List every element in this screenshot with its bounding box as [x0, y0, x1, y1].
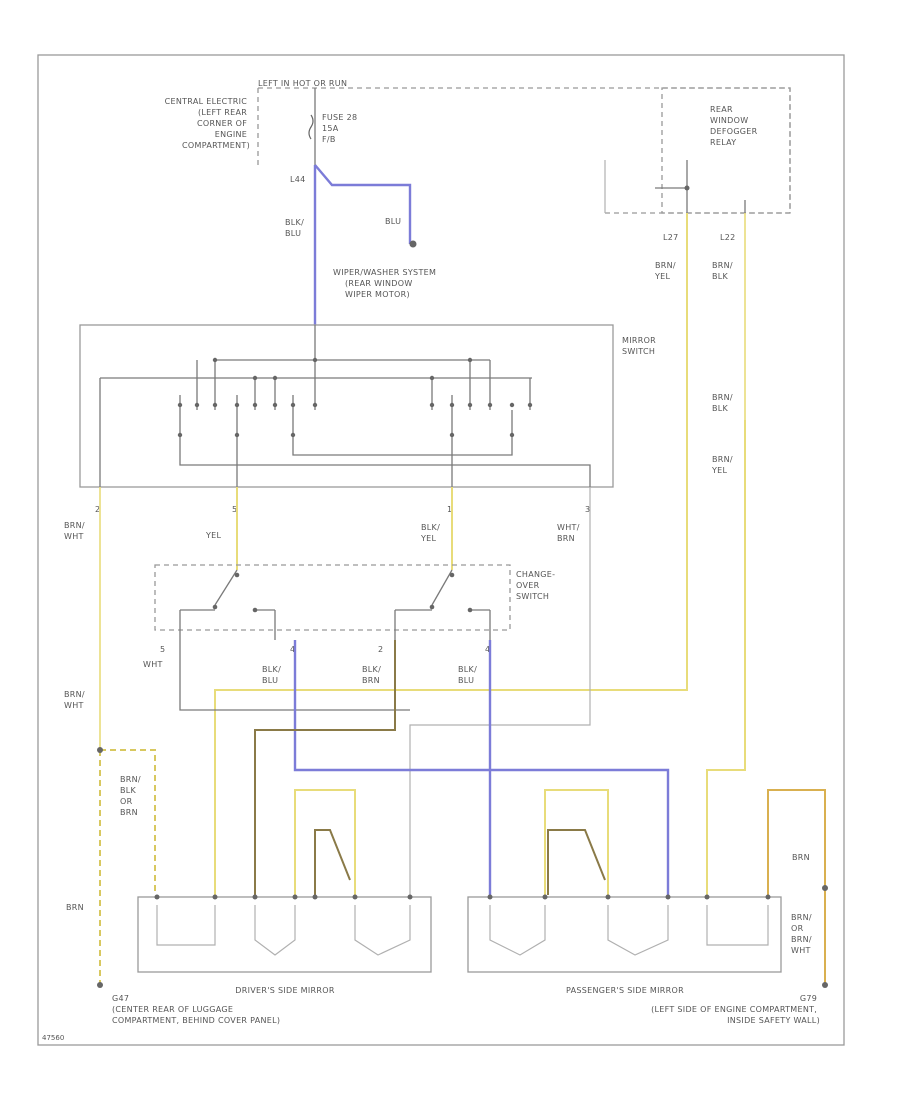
- brn-wht-label-b: BRN/ WHT: [64, 690, 88, 710]
- mirror-switch-pin-3: 3: [585, 505, 590, 514]
- passengers-mirror-internals: [489, 905, 769, 956]
- brn-wht-label-a: BRN/ WHT: [64, 521, 88, 541]
- mirror-switch-label: MIRROR SWITCH: [622, 336, 659, 356]
- passengers-mirror-box: [467, 896, 782, 973]
- mirror-jumper-b: [544, 789, 609, 895]
- brn-blk-or-brn-label: BRN/ BLK OR BRN: [120, 775, 144, 817]
- blk-blu-label: BLK/ BLU: [285, 218, 307, 238]
- mirror-switch-pin-2: 2: [95, 505, 100, 514]
- mirror-switch-pin-1: 1: [447, 505, 452, 514]
- blk-blu-driver-wire: [293, 640, 670, 895]
- drivers-mirror-pins: [154, 894, 413, 900]
- brn-right-label: BRN: [792, 853, 810, 862]
- drivers-mirror-label: DRIVER'S SIDE MIRROR: [235, 986, 335, 995]
- brn-yel-label-a: BRN/ YEL: [654, 261, 679, 281]
- change-over-dots: [212, 572, 473, 613]
- mirror-switch-internals: [99, 325, 591, 487]
- yel-label: YEL: [205, 531, 222, 540]
- wiper-system-label: WIPER/WASHER SYSTEM (REAR WINDOW WIPER M…: [333, 268, 439, 299]
- central-electric-label: CENTRAL ELECTRIC (LEFT REAR CORNER OF EN…: [165, 97, 250, 150]
- brn-yel-label-b: BRN/ YEL: [711, 455, 736, 475]
- change-over-pin-4: 4: [290, 645, 295, 654]
- fuse-label: FUSE 28 15A F/B: [322, 113, 360, 144]
- fuse-symbol: [308, 114, 314, 140]
- brn-blk-or-brn-wire: [100, 749, 156, 895]
- blu-label: BLU: [385, 217, 401, 226]
- change-over-label: CHANGE- OVER SWITCH: [516, 570, 558, 601]
- brn-yel-wire-l27: [214, 213, 688, 895]
- g79-ground-point: [822, 982, 828, 988]
- change-over-pin-4b: 4: [485, 645, 490, 654]
- g47-label: G47 (CENTER REAR OF LUGGAGE COMPARTMENT,…: [112, 994, 280, 1025]
- blk-brn-label: BLK/ BRN: [362, 665, 384, 685]
- relay-splice: [684, 185, 690, 191]
- blk-blu-label-3: BLK/ BLU: [458, 665, 480, 685]
- hot-bus-label: LEFT IN HOT OR RUN: [258, 79, 347, 88]
- mirror-jumper-a: [294, 789, 356, 895]
- passengers-mirror-pins: [487, 894, 771, 900]
- passengers-mirror-label: PASSENGER'S SIDE MIRROR: [566, 986, 684, 995]
- brn-or-right-label: BRN/ OR BRN/ WHT: [791, 913, 815, 955]
- l27-label: L27: [663, 233, 679, 242]
- brn-yel-wire-l22: [706, 420, 746, 895]
- wiper-connector-dot: [409, 240, 417, 248]
- mirror-switch-pin-5: 5: [232, 505, 237, 514]
- l22-label: L22: [720, 233, 736, 242]
- brn-blk-label-2: BRN/ BLK: [712, 393, 736, 413]
- blu-wiper-wire: [314, 164, 412, 244]
- diagram-frame: [37, 54, 845, 1046]
- wht-label: WHT: [143, 660, 163, 669]
- figure-number: 47560: [42, 1034, 64, 1042]
- drivers-mirror-internals: [156, 905, 411, 956]
- change-over-switch-box: [154, 564, 511, 631]
- defogger-relay-label: REAR WINDOW DEFOGGER RELAY: [710, 105, 760, 147]
- mirror-jumper-c: [314, 829, 351, 895]
- wht-brn-wire: [409, 487, 591, 895]
- drivers-mirror-box: [137, 896, 432, 973]
- mirror-switch-dots: [177, 357, 533, 438]
- g47-ground-point: [97, 982, 103, 988]
- g79-label: G79 (LEFT SIDE OF ENGINE COMPARTMENT, IN…: [651, 994, 820, 1025]
- g79-ground-wire: [767, 789, 826, 985]
- brn-blk-label: BRN/ BLK: [712, 261, 736, 281]
- left-splice: [97, 747, 103, 753]
- change-over-contacts: [179, 569, 491, 711]
- l44-label: L44: [290, 175, 306, 184]
- mirror-jumper-d: [547, 829, 606, 895]
- right-splice: [822, 885, 828, 891]
- wht-brn-label: WHT/ BRN: [557, 523, 583, 543]
- blk-blu-label-2: BLK/ BLU: [262, 665, 284, 685]
- brn-left-label: BRN: [66, 903, 84, 912]
- blk-yel-label: BLK/ YEL: [420, 523, 443, 543]
- mirror-switch-box: [79, 324, 614, 488]
- blk-brn-wire: [254, 640, 396, 895]
- defogger-relay-box: [661, 87, 791, 214]
- change-over-pin-5: 5: [160, 645, 165, 654]
- change-over-pin-2: 2: [378, 645, 383, 654]
